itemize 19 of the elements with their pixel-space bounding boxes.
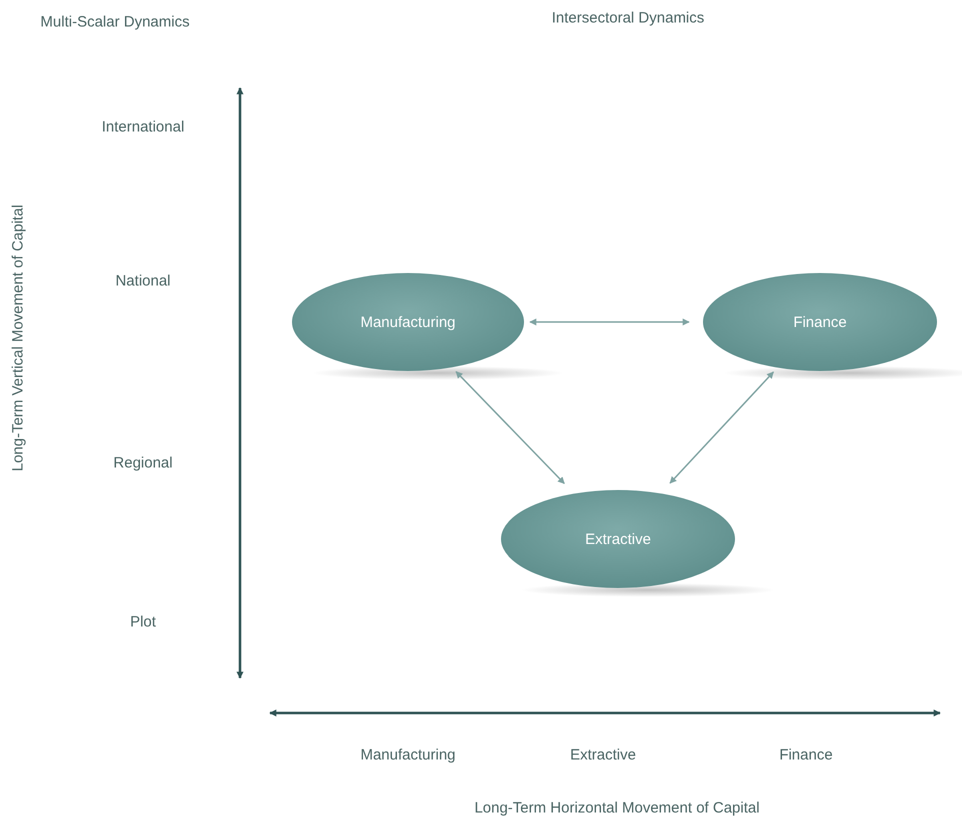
sector-name: Finance — [793, 314, 847, 330]
scale-label: Plot — [130, 614, 156, 630]
double-arrow — [456, 371, 565, 484]
scale-label: Regional — [113, 454, 173, 472]
double-arrow — [669, 372, 774, 484]
scale-label: National — [115, 272, 171, 290]
sector-ellipse — [501, 490, 735, 588]
double-arrow — [529, 318, 690, 326]
sector-ellipse — [292, 273, 524, 371]
sector-name: Manufacturing — [360, 314, 456, 330]
heading: Intersectoral Dynamics — [552, 10, 704, 26]
sector-label: Manufacturing — [360, 746, 456, 764]
sector-label: Finance — [779, 746, 833, 764]
axis-title: Long-Term Vertical Movement of Capital — [10, 204, 26, 472]
heading: Multi-Scalar Dynamics — [40, 14, 190, 30]
scale-label: International — [102, 118, 184, 136]
axis-title: Long-Term Horizontal Movement of Capital — [474, 800, 760, 816]
sector-name: Extractive — [585, 530, 651, 548]
sector-label: Extractive — [570, 746, 636, 764]
